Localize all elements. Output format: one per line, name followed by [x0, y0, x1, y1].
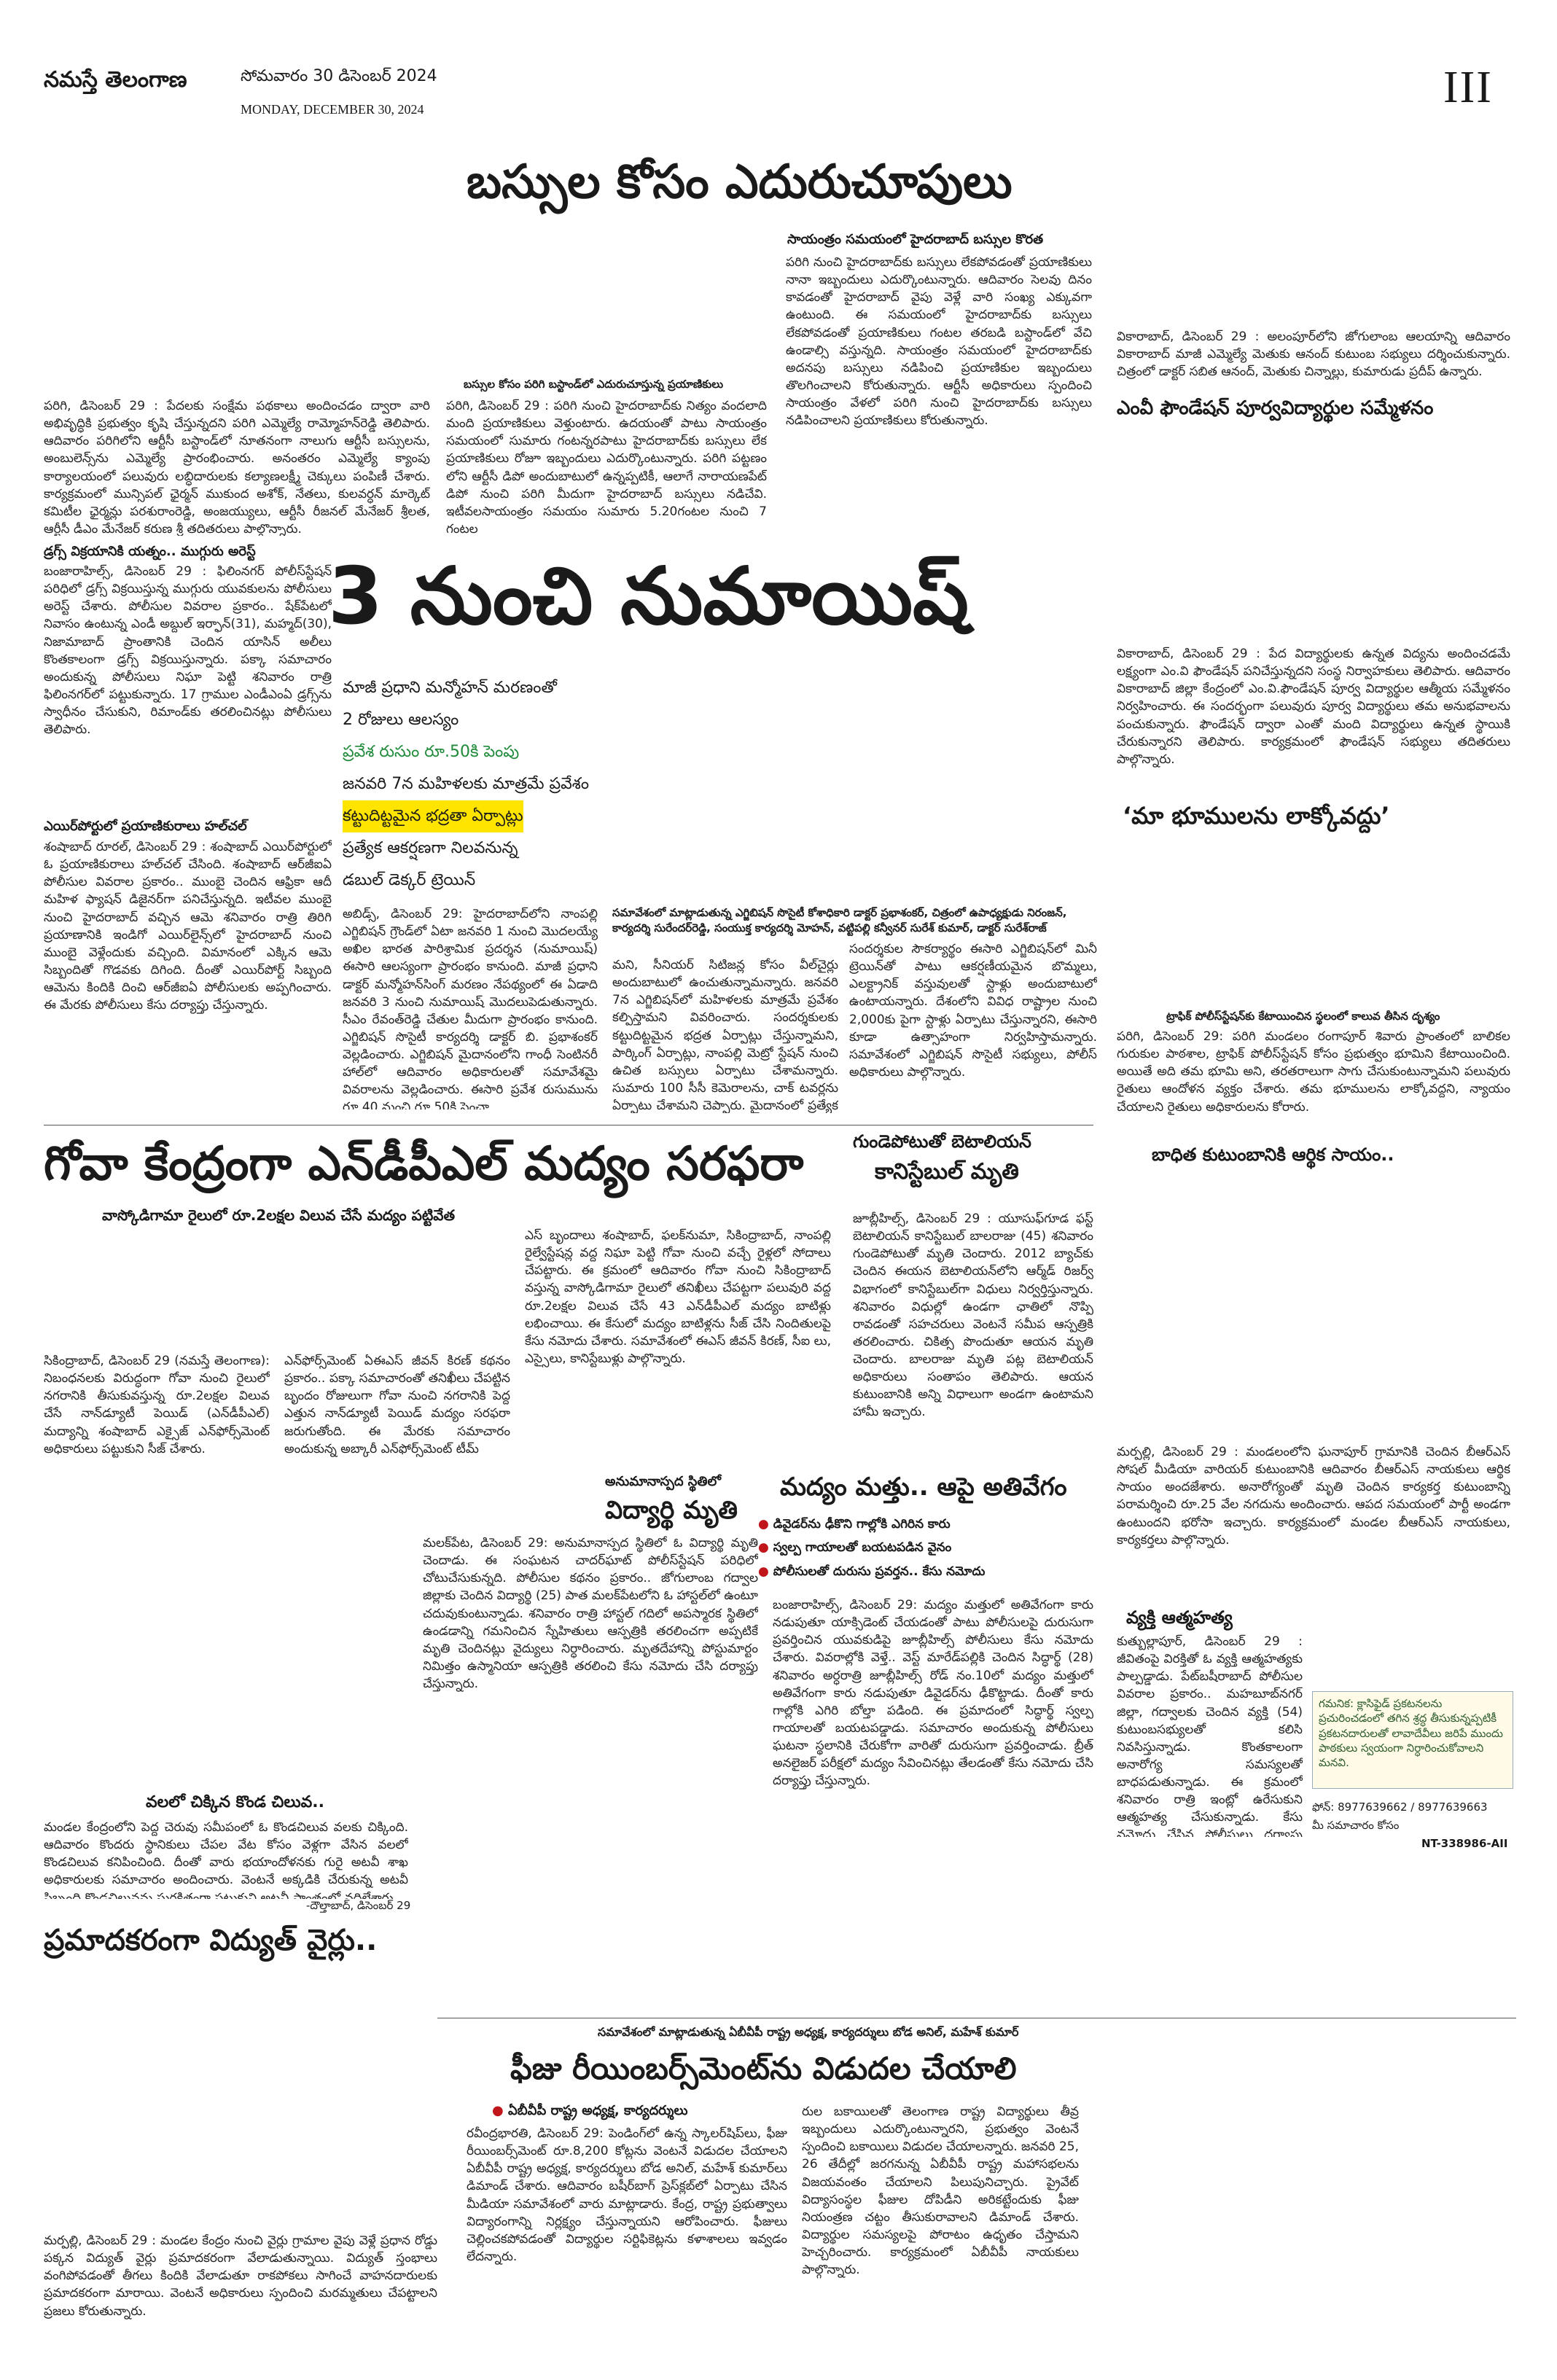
airport-text: శంషాబాద్ రూరల్, డిసెంబర్ 29 : శంషాబాద్ ఎ… — [44, 840, 332, 1013]
numaish-point: మాజీ ప్రధాని మన్మోహన్ మరణంతో — [343, 679, 557, 697]
drunk-bullet: డివైడర్‌ను ఢీకొని గాల్లోకి ఎగిరిన కారు — [773, 1517, 951, 1532]
battalion-text: జూబ్లీహిల్స్, డిసెంబర్ 29 : యూసుఫ్‌గూడ ఫ… — [853, 1212, 1093, 1420]
wires-headline: ప్రమాదకరంగా విద్యుత్ వైర్లు.. — [44, 1924, 378, 1957]
ad-code: NT-338986-AII — [1421, 1837, 1508, 1850]
numaish-points: మాజీ ప్రధాని మన్మోహన్ మరణంతో 2 రోజులు ఆల… — [343, 672, 663, 897]
lead-left-text: పరిగి, డిసెంబర్ 29 : పేదలకు సంక్షేమ పథకా… — [44, 399, 430, 536]
brs-aid-text: మర్పల్లి, డిసెంబర్ 29 : మండలంలోని ఘనాపూర… — [1117, 1445, 1510, 1548]
fees-photo — [1093, 2034, 1513, 2354]
goa-col2: ఎన్‌ఫోర్స్‌మెంట్ ఏఈఎస్ జీవన్ కిరణ్ కథనం … — [284, 1354, 510, 1456]
mv-foundation-text: వికారాబాద్, డిసెంబర్ 29 : పేద విద్యార్థు… — [1117, 647, 1510, 767]
lead-headline: బస్సుల కోసం ఎదురుచూపులు — [467, 155, 1012, 209]
numaish-photo-caption: సమావేశంలో మాట్లాడుతున్న ఎగ్జిబిషన్ సొసైట… — [612, 906, 1067, 935]
python-headline: వలలో చిక్కిన కొండ చిలువ.. — [146, 1793, 324, 1811]
numaish-photo — [678, 663, 1086, 904]
land-quote-headline: ‘మా భూములను లాక్కోవద్దు’ — [1123, 802, 1390, 830]
land-photo-caption: ట్రాఫిక్ పోలీస్‌స్టేషన్‌కు కేటాయించిన స్… — [1166, 1010, 1440, 1023]
lead-kicker: సాయంత్రం సమయంలో హైదరాబాద్ బస్సుల కొరత — [787, 232, 1044, 247]
student-kicker: అనుమానాస్పద స్థితిలో — [605, 1474, 722, 1489]
classified-note: గమనిక: క్లాసిఫైడ్ ప్రకటనలను ప్రచురించడంల… — [1312, 1691, 1513, 1789]
wires-text: మర్పల్లి, డిసెంబర్ 29 : మండల కేంద్రం నుం… — [44, 2233, 437, 2319]
numaish-headline: 3 నుంచి నుమాయిష్ — [328, 551, 969, 642]
ad-phone: ఫోన్: 8977639662 / 8977639663 — [1312, 1800, 1488, 1814]
python-text: మండల కేంద్రంలోని పెద్ద చెరువు సమీపంలో ఓ … — [44, 1820, 408, 1899]
goa-subhead: వాస్కోడిగామా రైలులో రూ.2లక్షల విలువ చేసే… — [102, 1206, 456, 1224]
suicide-headline: వ్యక్తి ఆత్మహత్య — [1126, 1607, 1233, 1628]
lead-photo — [459, 248, 773, 372]
airport-headline: ఎయిర్‌పోర్టులో ప్రయాణికురాలు హల్‌చల్ — [44, 819, 247, 834]
student-headline: విద్యార్థి మృతి — [605, 1496, 738, 1525]
numaish-point: జనవరి 7న మహిళలకు మాత్రమే ప్రవేశం — [343, 775, 590, 793]
numaish-point: ప్రత్యేక ఆకర్షణగా నిలవనున్న — [343, 839, 518, 857]
fees-kicker: సమావేశంలో మాట్లాడుతున్న ఏబీవీపీ రాష్ట్ర … — [598, 2025, 1019, 2039]
python-byline: -దౌల్తాబాద్, డిసెంబర్ 29 — [306, 1899, 411, 1912]
drunk-text: బంజారాహిల్స్, డిసెంబర్ 29: మద్యం మత్తులో… — [773, 1598, 1093, 1789]
numaish-point: కట్టుదిట్టమైన భద్రతా ఏర్పాట్లు — [343, 800, 523, 832]
numaish-point: డబుల్ డెక్కర్ ట్రెయిన్ — [343, 871, 476, 889]
numaish-col2: మని, సీనియర్ సిటిజన్ల కోసం వీల్‌చైర్లు అ… — [612, 958, 838, 1113]
numaish-col3: సందర్శకుల సౌకర్యార్థం ఈసారి ఎగ్జిబిషన్‌ల… — [849, 942, 1097, 1080]
suicide-text: కుత్బుల్లాపూర్, డిసెంబర్ 29 : జీవితంపై వ… — [1117, 1634, 1303, 1837]
numaish-col1: అబిడ్స్, డిసెంబర్ 29: హైదరాబాద్‌లోని నాం… — [343, 907, 598, 1109]
student-text: మలక్‌పేట, డిసెంబర్ 29: అనుమానాస్పద స్థిత… — [423, 1536, 758, 1691]
lead-right-text: పరిగి నుంచి హైదరాబాద్‌కు బస్సులు లేకపోవడ… — [786, 255, 1092, 429]
battalion-headline-2: కానిస్టేబుల్ మృతి — [875, 1159, 1019, 1185]
drunk-bullets: ● డివైడర్‌ను ఢీకొని గాల్లోకి ఎగిరిన కారు… — [758, 1517, 986, 1579]
numaish-point: 2 రోజులు ఆలస్యం — [343, 711, 459, 729]
drunk-headline: మద్యం మత్తు.. ఆపై అతివేగం — [780, 1472, 1067, 1502]
drugs-headline: డ్రగ్స్ విక్రయానికి యత్నం.. ముగ్గురు అరె… — [44, 544, 256, 559]
ad-line: మీ సమాచారం కోసం — [1312, 1819, 1400, 1832]
date-telugu: సోమవారం 30 డిసెంబర్ 2024 — [241, 67, 437, 85]
drunk-bullet: పోలీసులతో దురుసు ప్రవర్తన.. కేసు నమోదు — [773, 1564, 986, 1579]
goa-col1: సికింద్రాబాద్, డిసెంబర్ 29 (నమస్తే తెలంగ… — [44, 1354, 270, 1456]
drunk-bullet: స్వల్ప గాయాలతో బయటపడిన వైనం — [773, 1540, 952, 1556]
goa-col3: ఎస్ బృందాలు శంషాబాద్, ఫలక్‌నుమా, సికింద్… — [525, 1228, 831, 1366]
mv-foundation-headline: ఎంవీ ఫౌండేషన్ పూర్వవిద్యార్థుల సమ్మేళనం — [1117, 397, 1434, 419]
drugs-text: బంజారాహిల్స్, డిసెంబర్ 29 : ఫిలింనగర్ పో… — [44, 564, 332, 738]
lead-photo-caption: బస్సుల కోసం పరిగి బస్టాండ్‌లో ఎదురుచూస్త… — [464, 378, 724, 391]
fees-col1: రవీంద్రభారతి, డిసెంబర్ 29: పెండింగ్‌లో ఉ… — [467, 2126, 787, 2264]
fees-headline: ఫీజు రీయింబర్స్‌మెంట్‌ను విడుదల చేయాలి — [510, 2051, 1017, 2086]
date-english: MONDAY, DECEMBER 30, 2024 — [241, 102, 424, 117]
lead-mid-text: పరిగి, డిసెంబర్ 29 : పరిగి నుంచి హైదరాబా… — [446, 399, 767, 536]
compensation-headline: బాధిత కుటుంబానికి ఆర్థిక సాయం.. — [1152, 1144, 1394, 1165]
fees-col2: రుల బకాయిలతో తెలంగాణ రాష్ట్ర విద్యార్థుల… — [802, 2104, 1079, 2278]
page-number: III — [1443, 63, 1493, 112]
newspaper-logo: నమస్తే తెలంగాణ — [44, 67, 187, 93]
numaish-point: ప్రవేశ రుసుం రూ.50కి పెంపు — [343, 743, 520, 761]
fees-bullet: ఏబీవీపీ రాష్ట్ర అధ్యక్ష, కార్యదర్శులు — [507, 2103, 688, 2118]
temple-brief-text: వికారాబాద్, డిసెంబర్ 29 : అలంపూర్‌లోని జ… — [1117, 329, 1510, 380]
wires-photo — [44, 1979, 437, 2223]
goa-headline: గోవా కేంద్రంగా ఎన్‌డీపీఎల్ మద్యం సరఫరా — [44, 1137, 804, 1191]
battalion-headline-1: గుండెపోటుతో బెటాలియన్ — [853, 1131, 1031, 1152]
land-text: పరిగి, డిసెంబర్ 29: పరిగి మండలం రంగాపూర్… — [1117, 1029, 1510, 1115]
